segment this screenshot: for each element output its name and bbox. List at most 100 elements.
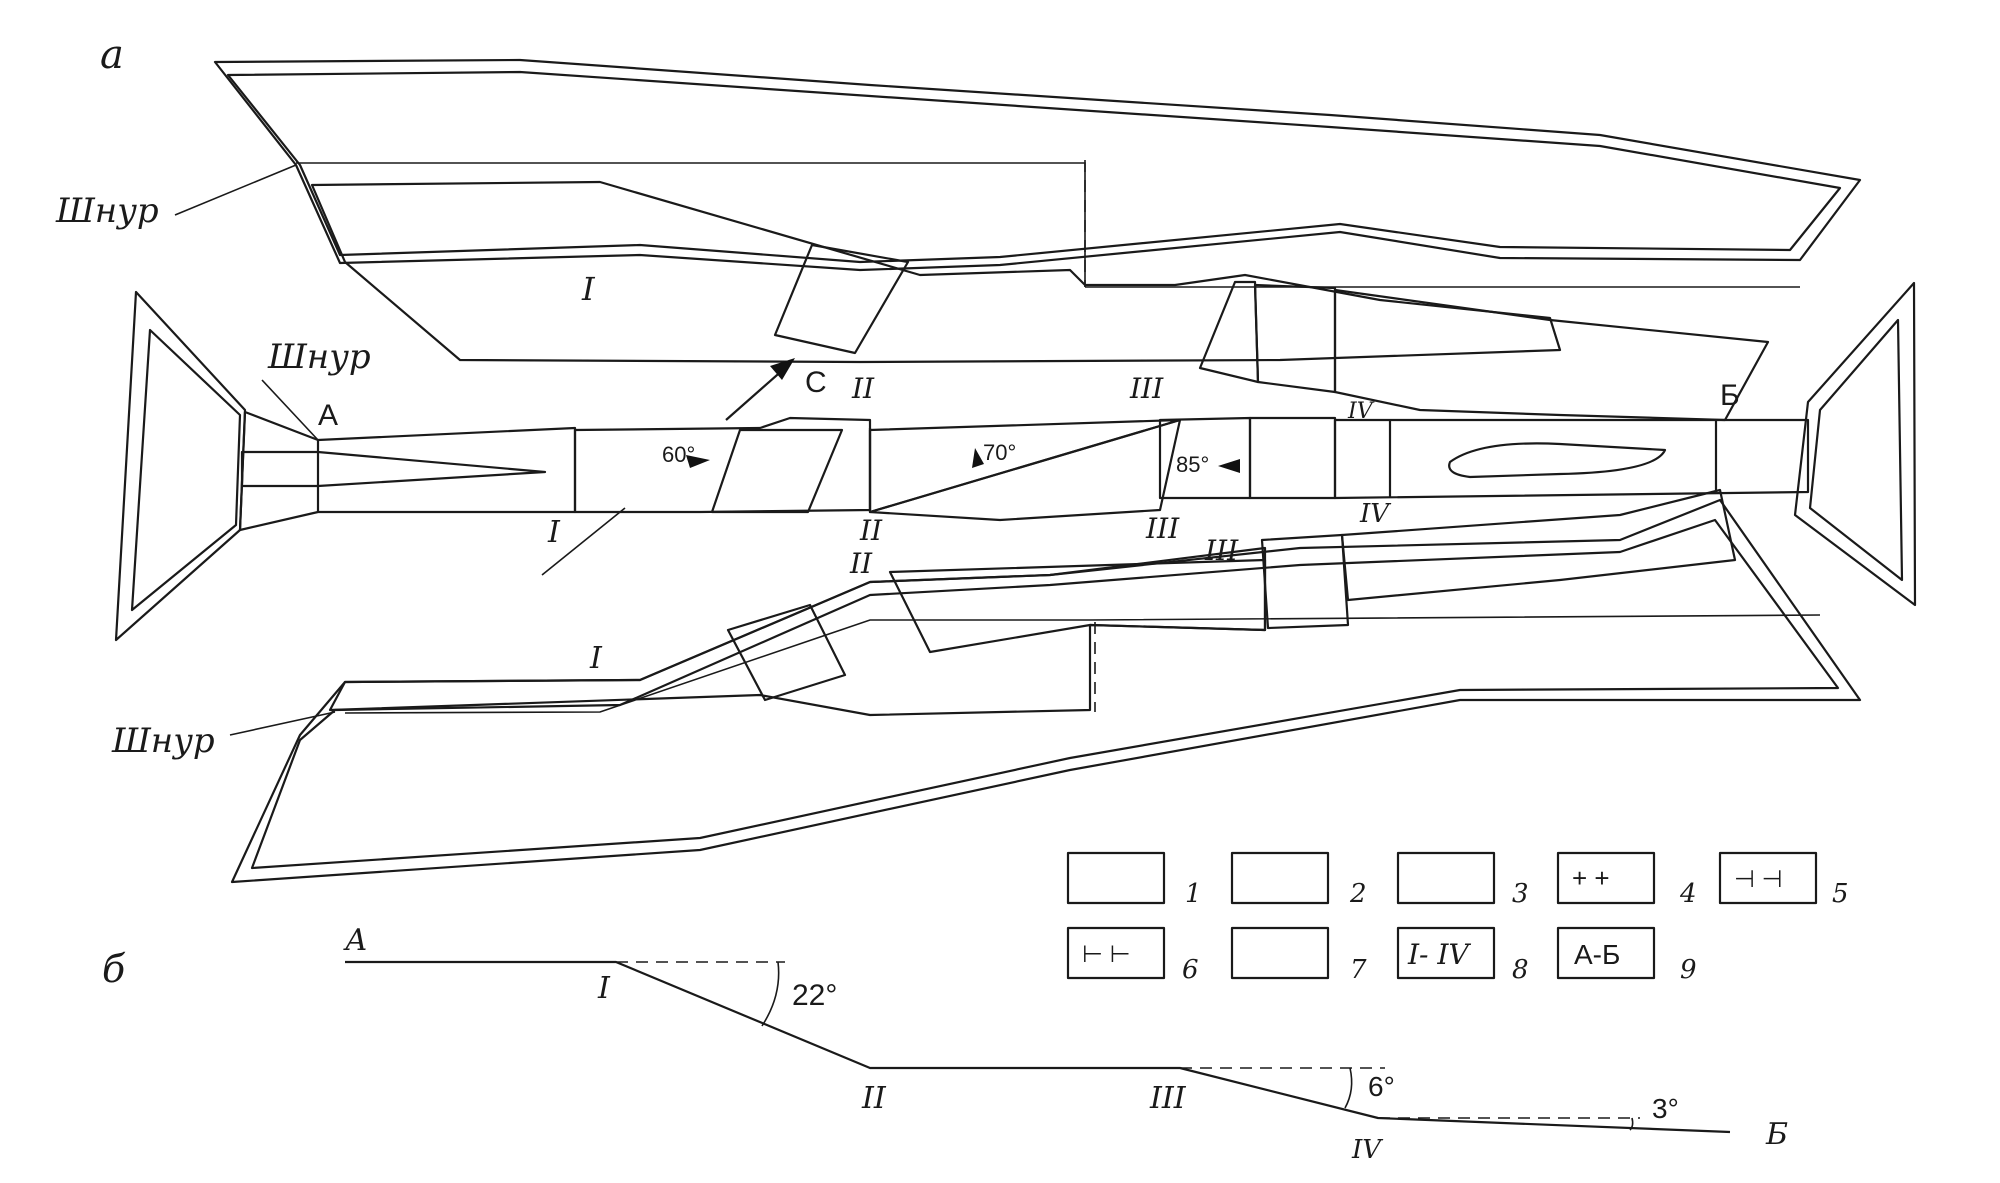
upper-wall-lens-a [1198,280,1260,384]
profile-line [345,960,1731,1134]
legend-swatch-8 [1396,926,1496,980]
profile-angle-22: 22° [792,979,837,1012]
dip-label-70: 70° [983,440,1016,465]
end-wall-left-gravel [130,328,242,612]
upper-wall-dike-b [1253,283,1337,394]
legend-text-8: I- IV [1407,938,1471,971]
legend-number-8: 8 [1512,955,1529,985]
upper-wall-granite [1333,288,1770,422]
section-IV-upper: IV [1347,399,1375,424]
profile-panel: б А 22° 6° 3° I II III IV Б [102,923,1788,1165]
legend-number-9: 9 [1680,955,1697,985]
floor-tee-lens [240,450,547,488]
lower-wall-dike [726,603,847,702]
profile-section-II: II [861,1081,887,1116]
floor-sand-middle [573,416,872,514]
profile-section-III: III [1149,1081,1187,1116]
upper-wall [213,58,1862,422]
dip-arrow-70 [972,448,984,468]
lower-wall-gravel [250,518,1840,870]
end-wall-left [114,290,247,642]
section-II-upper: II [851,372,875,405]
end-wall-right-gravel [1808,318,1904,582]
profile-section-IV: IV [1351,1135,1383,1165]
shnur-label-bottom: Шнур [111,721,215,761]
floor-granite-wedge [868,418,1182,522]
upper-wall-gravel [226,70,1842,264]
profile-point-A: А [343,923,368,958]
legend-number-4: 4 [1679,879,1697,909]
section-I-upper: I [581,270,596,308]
legend-number-2: 2 [1349,879,1367,909]
legend-swatch-4 [1556,851,1656,905]
legend-swatch-3 [1396,851,1496,905]
dip-arrow-85 [1218,459,1240,473]
profile-arc-3 [1629,1117,1634,1131]
floor-granite-b [1333,418,1810,500]
legend-swatch-1 [1066,851,1166,905]
shnur-leader-mid [261,379,319,441]
legend-number-3: 3 [1512,879,1529,909]
section-I-lower: I [589,641,603,676]
legend-swatch-7 [1230,926,1330,980]
lower-wall-granite [888,558,1267,654]
dip-label-60: 60° [662,442,695,467]
shnur-leader-top [174,164,297,216]
shnur-leader-bottom [229,711,336,736]
upper-wall-dike [773,243,910,355]
legend-swatch-2 [1230,851,1330,905]
upper-wall-talus [213,58,1862,272]
floor-dike [710,428,844,514]
floor-dike-b [1248,416,1337,500]
legend-number-1: 1 [1185,879,1202,909]
section-III-lower: III [1204,534,1239,567]
floor-tee-down-lens [1448,442,1667,479]
north-label: С [805,366,827,399]
profile-arc-22 [761,961,780,1027]
shnur-label-mid: Шнур [267,337,371,377]
panel-label-a: а [100,32,124,78]
legend-number-6: 6 [1182,955,1199,985]
lower-wall-dike-b [1260,533,1350,630]
section-IV-floor: IV [1359,499,1391,529]
profile-arc-6 [1344,1067,1353,1109]
end-wall-right [1793,281,1917,607]
legend-swatch-5 [1718,851,1818,905]
floor-sand-wedge [868,418,1182,514]
section-II-lower: II [849,547,873,580]
legend-swatch-9 [1556,926,1656,980]
section-I-floor: I [547,515,561,550]
dip-arrow-60 [686,455,710,468]
dip-label-85: 85° [1176,452,1209,477]
profile-point-B: Б [1765,1117,1788,1152]
point-label-A: А [318,399,338,432]
profile-angle-6: 6° [1368,1071,1395,1102]
legend-swatch-6 [1066,926,1166,980]
upper-wall-sand [310,180,1562,364]
profile-angle-3: 3° [1652,1093,1679,1124]
legend-text-9: А-Б [1574,939,1620,970]
profile-section-I: I [597,971,611,1006]
lower-shnur-line [344,614,1821,714]
upper-shnur-line [296,162,1800,288]
trench-floor [114,281,1917,642]
panel-label-b: б [102,947,126,991]
lower-wall-talus [230,498,1862,884]
section-III-floor: III [1145,512,1180,545]
legend-marks-6: ⊢ ⊢ [1082,941,1130,968]
lower-wall-granite-b [1340,488,1737,602]
north-arrow [725,358,795,421]
legend-number-5: 5 [1832,879,1849,909]
legend: 1 2 3 + + 4 ⊣ ⊣ 5 ⊢ ⊢ 6 7 I- IV 8 А-Б 9 [1066,851,1849,985]
legend-marks-4: + + [1572,863,1610,893]
legend-number-7: 7 [1350,955,1367,985]
section-II-floor: II [859,514,883,547]
section-I-leader [541,507,626,576]
shnur-label-top: Шнур [55,191,159,231]
section-III-upper: III [1129,372,1164,405]
lower-wall [230,488,1862,884]
legend-marks-5: ⊣ ⊣ [1734,866,1782,893]
point-label-B: Б [1720,379,1740,412]
